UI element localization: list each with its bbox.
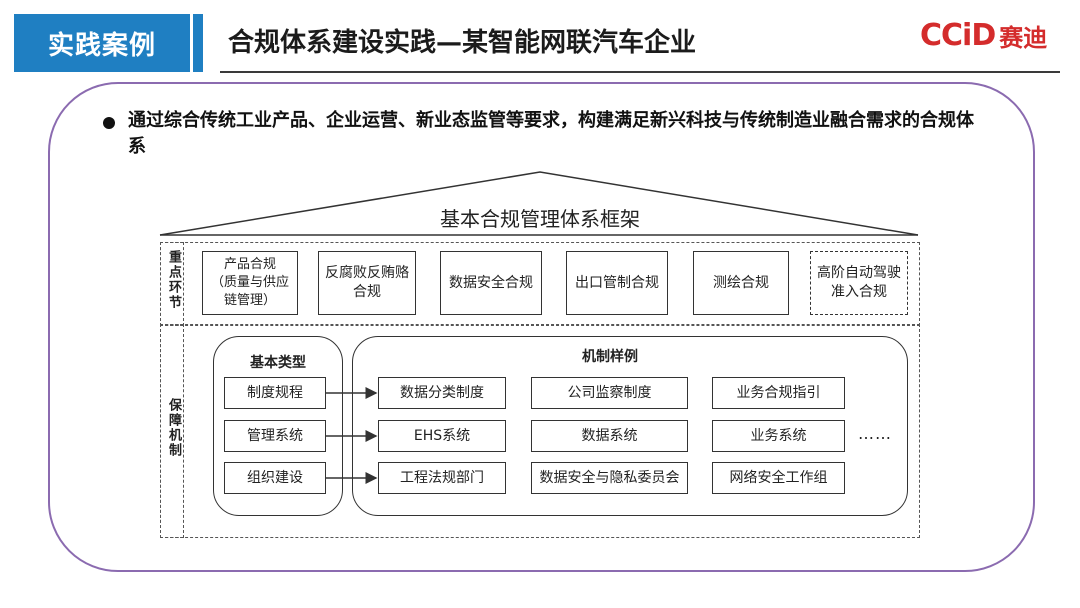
key-item-autonomous-driving: 高阶自动驾驶 准入合规 — [810, 251, 908, 315]
key-label-cell — [160, 242, 184, 326]
example-privacy-committee: 数据安全与隐私委员会 — [531, 462, 688, 494]
key-item-surveying: 测绘合规 — [693, 251, 789, 315]
basic-types-title: 基本类型 — [250, 355, 306, 371]
page-title: 合规体系建设实践—某智能网联汽车企业 — [228, 28, 697, 58]
key-section-label: 重点环节 — [166, 250, 181, 310]
key-item-anticorruption: 反腐败反贿赂 合规 — [318, 251, 416, 315]
basic-type-systems: 管理系统 — [224, 420, 326, 452]
logo-en-text: CCiD — [920, 18, 996, 53]
mechanism-label-cell — [160, 324, 184, 538]
basic-type-rules: 制度规程 — [224, 377, 326, 409]
title-divider — [220, 71, 1060, 73]
mechanism-section-label: 保障机制 — [166, 398, 181, 458]
example-data-classification: 数据分类制度 — [378, 377, 506, 409]
key-item-product: 产品合规 （质量与供应 链管理） — [202, 251, 298, 315]
examples-title: 机制样例 — [582, 349, 638, 365]
tag-accent-bar — [193, 14, 203, 72]
bullet-dot-icon — [103, 117, 115, 129]
key-item-data-security: 数据安全合规 — [440, 251, 542, 315]
section-tag: 实践案例 — [14, 14, 190, 72]
ccid-logo: CCiD 赛迪 — [920, 18, 1047, 53]
example-cybersecurity-group: 网络安全工作组 — [712, 462, 845, 494]
bullet-text: 通过综合传统工业产品、企业运营、新业态监管等要求，构建满足新兴科技与传统制造业融… — [128, 110, 974, 157]
example-ehs-system: EHS系统 — [378, 420, 506, 452]
example-supervision-policy: 公司监察制度 — [531, 377, 688, 409]
example-business-system: 业务系统 — [712, 420, 845, 452]
key-item-export-control: 出口管制合规 — [566, 251, 668, 315]
framework-title: 基本合规管理体系框架 — [440, 207, 640, 231]
example-data-system: 数据系统 — [531, 420, 688, 452]
content-panel — [48, 82, 1035, 572]
example-compliance-guide: 业务合规指引 — [712, 377, 845, 409]
basic-type-organization: 组织建设 — [224, 462, 326, 494]
more-ellipsis: …… — [858, 424, 892, 443]
roof-line — [159, 171, 919, 236]
example-engineering-dept: 工程法规部门 — [378, 462, 506, 494]
logo-cn-text: 赛迪 — [999, 24, 1048, 52]
